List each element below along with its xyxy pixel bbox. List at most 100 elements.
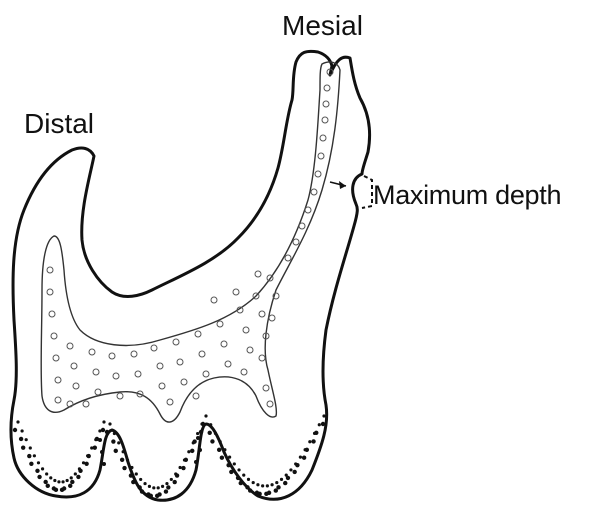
pulp-dot bbox=[173, 339, 179, 345]
pulp-dot bbox=[151, 345, 157, 351]
enamel-dot bbox=[100, 450, 104, 454]
enamel-dot bbox=[21, 445, 25, 449]
pulp-dot bbox=[47, 267, 53, 273]
enamel-dot bbox=[102, 420, 105, 423]
enamel-dot bbox=[84, 462, 88, 466]
pulp-dot bbox=[117, 393, 123, 399]
enamel-dot bbox=[210, 439, 214, 443]
pulp-dot bbox=[47, 289, 53, 295]
pulp-dot bbox=[259, 311, 265, 317]
enamel-dot bbox=[66, 479, 69, 482]
enamel-dot bbox=[275, 481, 278, 484]
enamel-dot bbox=[76, 475, 80, 479]
enamel-dot bbox=[68, 484, 72, 488]
enamel-dot bbox=[117, 441, 120, 444]
enamel-dot bbox=[33, 454, 36, 457]
enamel-dot bbox=[157, 492, 161, 496]
pulp-dot bbox=[135, 371, 141, 377]
pulp-dot bbox=[73, 383, 79, 389]
pulp-dot bbox=[203, 371, 209, 377]
enamel-dot bbox=[247, 478, 250, 481]
pulp-dot bbox=[67, 343, 73, 349]
label-maximum-depth: Maximum depth bbox=[373, 182, 561, 209]
enamel-dot bbox=[149, 494, 153, 498]
enamel-dot bbox=[29, 446, 32, 449]
label-distal: Distal bbox=[24, 110, 94, 138]
enamel-dot bbox=[305, 448, 309, 452]
enamel-dot bbox=[181, 466, 185, 470]
enamel-dot bbox=[226, 463, 230, 467]
enamel-dot bbox=[111, 439, 115, 443]
pulp-dot bbox=[241, 369, 247, 375]
enamel-dot bbox=[131, 480, 135, 484]
enamel-dot bbox=[78, 469, 82, 473]
enamel-dot bbox=[13, 428, 17, 432]
pulp-dot bbox=[71, 363, 77, 369]
pulp-dot bbox=[233, 289, 239, 295]
enamel-dot bbox=[276, 485, 280, 489]
pulp-dot bbox=[55, 397, 61, 403]
pulp-dot bbox=[199, 351, 205, 357]
pulp-dot bbox=[93, 369, 99, 375]
enamel-dot bbox=[93, 445, 97, 449]
enamel-dot bbox=[257, 492, 261, 496]
enamel-dot bbox=[267, 491, 271, 495]
enamel-dot bbox=[114, 449, 118, 453]
pulp-dot bbox=[263, 385, 269, 391]
enamel-dot bbox=[152, 486, 155, 489]
enamel-dot bbox=[248, 488, 252, 492]
pulp-dot bbox=[95, 389, 101, 395]
enamel-dot bbox=[165, 482, 168, 485]
enamel-dot bbox=[122, 450, 125, 453]
enamel-dot bbox=[137, 485, 141, 489]
enamel-dot bbox=[35, 469, 39, 473]
enamel-dot bbox=[187, 450, 190, 453]
enamel-dot bbox=[209, 423, 212, 426]
enamel-dot bbox=[173, 480, 177, 484]
enamel-dot bbox=[175, 473, 179, 477]
enamel-dot bbox=[129, 473, 133, 477]
pulp-dot bbox=[267, 401, 273, 407]
enamel-dot bbox=[43, 480, 47, 484]
pulp-dot bbox=[320, 135, 326, 141]
enamel-dot bbox=[166, 485, 170, 489]
enamel-dot bbox=[190, 449, 194, 453]
enamel-dot bbox=[130, 466, 133, 469]
enamel-dot bbox=[283, 481, 287, 485]
enamel-dot bbox=[139, 478, 142, 481]
enamel-dot bbox=[54, 488, 58, 492]
enamel-dot bbox=[214, 432, 217, 435]
pulp-dot bbox=[247, 347, 253, 353]
enamel-dot bbox=[266, 484, 269, 487]
enamel-dot bbox=[199, 430, 203, 434]
pulp-dot bbox=[269, 315, 275, 321]
pulp-dot bbox=[259, 355, 265, 361]
enamel-dot bbox=[219, 440, 222, 443]
pulp-dot bbox=[167, 399, 173, 405]
pulp-dot bbox=[255, 271, 261, 277]
enamel-dot bbox=[314, 431, 318, 435]
pulp-dot bbox=[83, 401, 89, 407]
pulp-dot bbox=[157, 363, 163, 369]
pulp-dot bbox=[113, 373, 119, 379]
enamel-dot bbox=[220, 456, 224, 460]
enamel-dot bbox=[223, 448, 226, 451]
enamel-dot bbox=[239, 481, 243, 485]
enamel-dot bbox=[311, 439, 315, 443]
enamel-dot bbox=[198, 448, 202, 452]
enamel-dot bbox=[228, 456, 231, 459]
pulp-dot bbox=[49, 311, 55, 317]
pulp-dot bbox=[293, 239, 299, 245]
pulp-dot bbox=[55, 377, 61, 383]
enamel-dot bbox=[299, 456, 302, 459]
pulp-dot bbox=[51, 333, 57, 339]
pulp-dot bbox=[305, 207, 311, 213]
enamel-dot bbox=[74, 472, 77, 475]
enamel-dot bbox=[16, 420, 19, 423]
pulp-dot bbox=[131, 351, 137, 357]
max-depth-notch bbox=[362, 176, 372, 208]
enamel-dot bbox=[184, 458, 188, 462]
enamel-dot bbox=[196, 436, 200, 440]
enamel-dot bbox=[105, 430, 109, 434]
enamel-dot bbox=[252, 481, 255, 484]
